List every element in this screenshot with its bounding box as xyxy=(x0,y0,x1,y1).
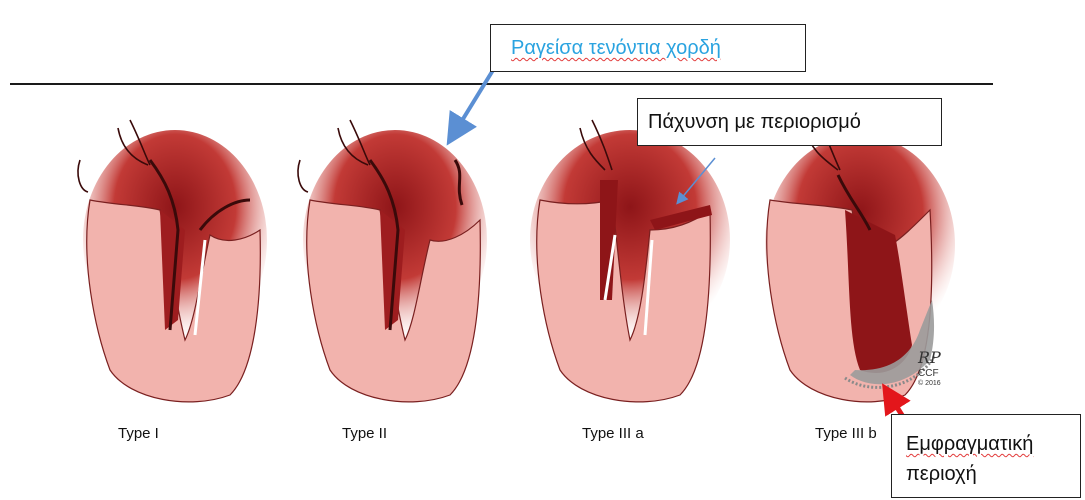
credit-initials: RP xyxy=(918,348,941,367)
label-type-1: Type I xyxy=(118,425,159,442)
credit-org: CCF xyxy=(918,369,941,379)
callout-ruptured-chord: Ραγείσα τενόντια χορδή xyxy=(490,24,806,72)
heart-type-3a xyxy=(530,120,730,402)
callout-ruptured-chord-text: Ραγείσα τενόντια χορδή xyxy=(511,37,721,59)
label-type-3a: Type III a xyxy=(582,425,644,442)
artist-credit: RP CCF © 2016 xyxy=(918,350,941,387)
label-type-2: Type II xyxy=(342,425,387,442)
heart-type-1 xyxy=(78,120,267,402)
callout-infarct-line2: περιοχή xyxy=(906,463,977,485)
heart-type-2 xyxy=(298,120,487,402)
callout-thickening-text: Πάχυνση με περιορισμό xyxy=(648,111,861,133)
callout-infarct-area: Εμφραγματική περιοχή xyxy=(891,414,1081,498)
callout-thickening-restriction: Πάχυνση με περιορισμό xyxy=(637,98,942,146)
credit-year: © 2016 xyxy=(918,380,941,387)
callout-infarct-line1: Εμφραγματική xyxy=(906,433,1033,455)
label-type-3b: Type III b xyxy=(815,425,877,442)
arrow-to-ruptured-chord xyxy=(455,62,498,132)
